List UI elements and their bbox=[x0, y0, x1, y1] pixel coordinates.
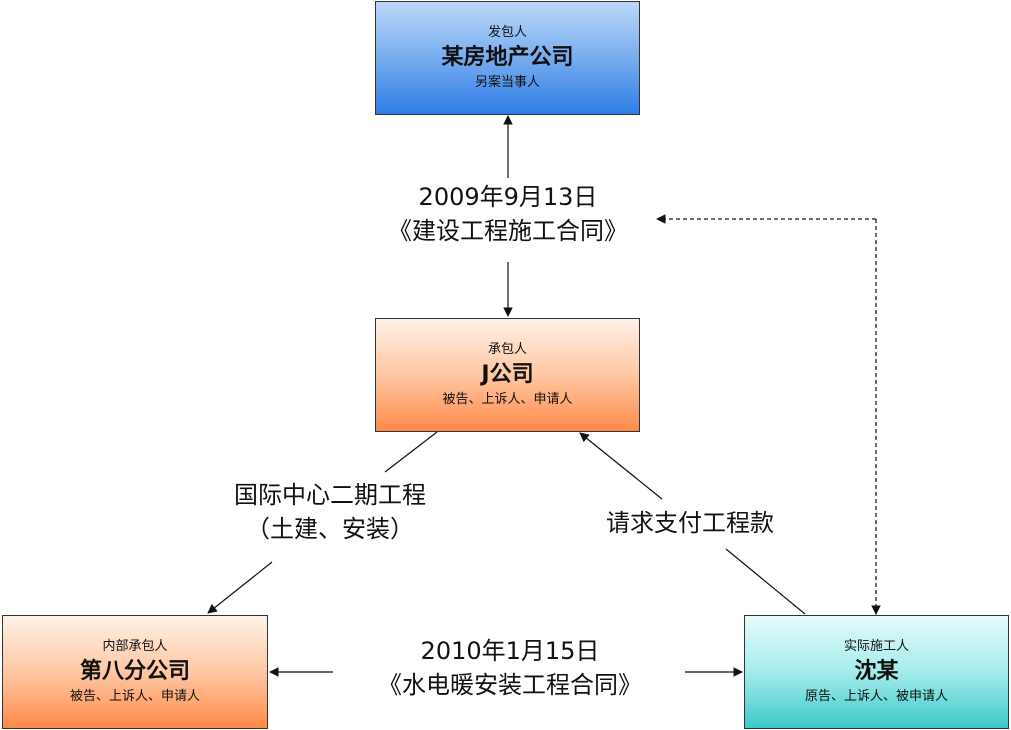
arrow-project-to-branch bbox=[207, 561, 273, 614]
contract-2010-title: 《水电暖安装工程合同》 bbox=[378, 671, 642, 699]
builder-role: 实际施工人 bbox=[843, 639, 909, 654]
developer-name: 某房地产公司 bbox=[441, 45, 574, 70]
branch-box: 内部承包人 第八分公司 被告、上诉人、申请人 bbox=[2, 615, 268, 729]
developer-box: 发包人 某房地产公司 另案当事人 bbox=[375, 1, 640, 115]
contract-2009-title: 《建设工程施工合同》 bbox=[388, 217, 628, 245]
branch-status: 被告、上诉人、申请人 bbox=[69, 689, 200, 704]
contractor-status: 被告、上诉人、申请人 bbox=[442, 392, 573, 407]
builder-status: 原告、上诉人、被申请人 bbox=[804, 689, 948, 704]
payment-text: 请求支付工程款 bbox=[606, 509, 774, 537]
builder-box: 实际施工人 沈某 原告、上诉人、被申请人 bbox=[744, 615, 1009, 729]
arrow-payment-to-contractor bbox=[579, 432, 663, 500]
line-builder-to-payment bbox=[725, 548, 806, 615]
branch-name: 第八分公司 bbox=[79, 659, 190, 684]
contractor-name: J公司 bbox=[481, 362, 534, 387]
contract-2010-label: 2010年1月15日 《水电暖安装工程合同》 bbox=[330, 634, 690, 702]
contract-2010-date: 2010年1月15日 bbox=[420, 637, 600, 665]
branch-role: 内部承包人 bbox=[102, 639, 168, 654]
contract-2009-label: 2009年9月13日 《建设工程施工合同》 bbox=[358, 180, 658, 248]
developer-role: 发包人 bbox=[487, 25, 527, 40]
project-label: 国际中心二期工程 （土建、安装） bbox=[185, 478, 475, 546]
line-contractor-to-project bbox=[384, 431, 438, 473]
contractor-box: 承包人 J公司 被告、上诉人、申请人 bbox=[375, 318, 640, 432]
contract-2009-date: 2009年9月13日 bbox=[418, 183, 598, 211]
payment-label: 请求支付工程款 bbox=[570, 506, 810, 540]
contractor-role: 承包人 bbox=[487, 342, 527, 357]
builder-name: 沈某 bbox=[854, 659, 899, 684]
developer-status: 另案当事人 bbox=[474, 75, 540, 90]
project-name: 国际中心二期工程 bbox=[234, 481, 426, 509]
project-scope: （土建、安装） bbox=[246, 515, 414, 543]
